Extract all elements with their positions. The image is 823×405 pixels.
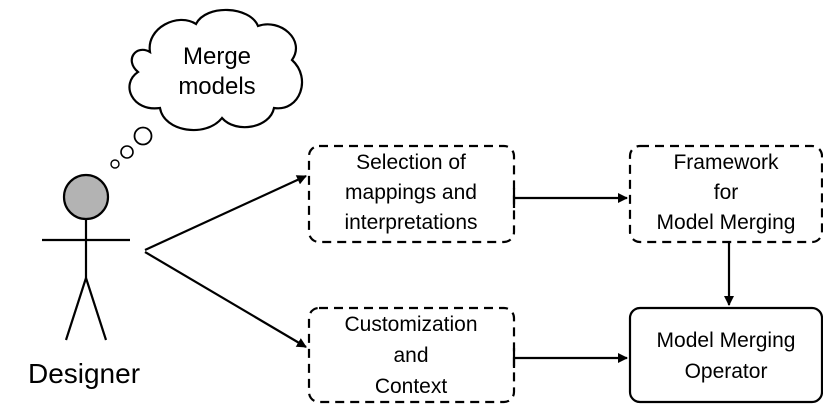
framework-line3: Model Merging <box>657 211 796 234</box>
customization-line1: Customization <box>344 313 477 336</box>
thought-text-line1: Merge <box>183 43 251 70</box>
actor-label: Designer <box>28 358 140 389</box>
arrow-designer-to-selection <box>144 175 307 251</box>
selection-line2: mappings and <box>345 181 477 204</box>
thought-text-line2: models <box>178 73 255 100</box>
selection-line3: interpretations <box>344 211 477 234</box>
framework-line1: Framework <box>673 151 779 174</box>
thought-circle-small <box>110 159 120 169</box>
box-selection: Selection of mappings and interpretation… <box>307 144 516 244</box>
actor-right-leg <box>84 277 108 341</box>
box-framework: Framework for Model Merging <box>628 144 823 244</box>
thought-bubble: Merge models <box>110 8 303 169</box>
designer-actor <box>42 173 130 341</box>
actor-head <box>62 173 110 221</box>
thought-circle-medium <box>120 145 134 159</box>
thought-cloud <box>128 8 303 132</box>
arrow-customization-to-operator <box>512 348 628 368</box>
box-operator: Model Merging Operator <box>628 306 823 404</box>
box-customization: Customization and Context <box>307 306 516 404</box>
selection-line1: Selection of <box>356 151 466 174</box>
actor-left-leg <box>64 277 88 341</box>
arrow-designer-to-customization <box>144 251 307 348</box>
customization-line3: Context <box>375 375 448 398</box>
customization-line2: and <box>393 344 428 367</box>
arrow-selection-to-framework <box>512 188 628 208</box>
operator-line1: Model Merging <box>657 329 796 352</box>
operator-line2: Operator <box>685 360 768 383</box>
thought-circle-large <box>133 126 153 146</box>
framework-line2: for <box>714 181 739 204</box>
